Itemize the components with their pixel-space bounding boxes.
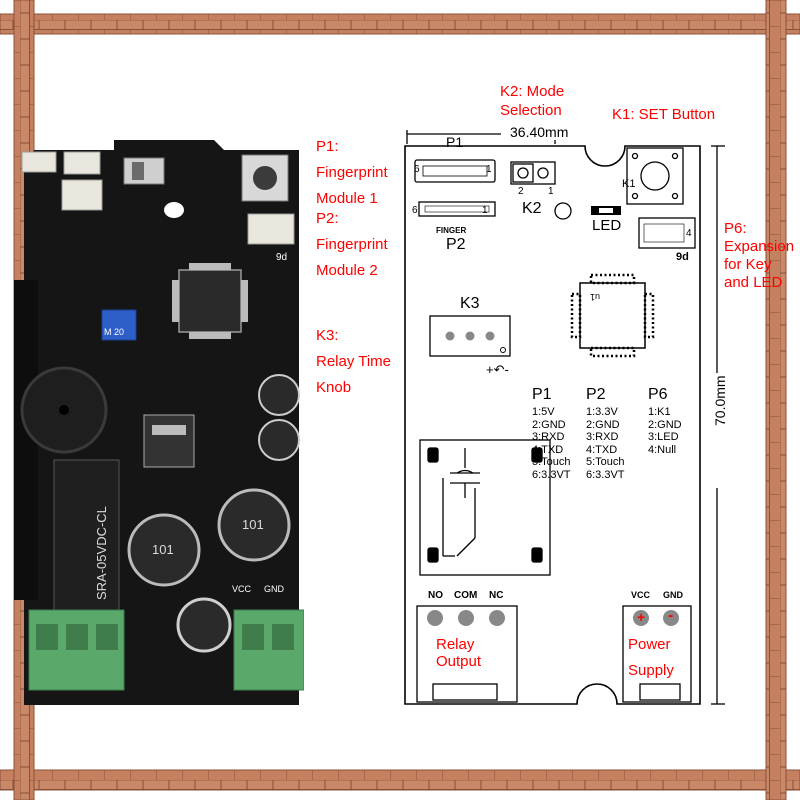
photo-inductor-text-2: 101 bbox=[242, 517, 264, 532]
schem-p2-label: P2 bbox=[446, 236, 466, 253]
relay-time-pot bbox=[101, 309, 137, 341]
pinlist-item: 5:Touch bbox=[532, 456, 571, 468]
pinlist-item: 1:5V bbox=[532, 406, 555, 418]
callout-p2: P2: Fingerprint Module 2 bbox=[316, 210, 388, 279]
p6-connector bbox=[247, 213, 295, 245]
terminal-com: COM bbox=[454, 590, 478, 601]
callout-p6: P6: Expansion for Key and LED bbox=[724, 220, 795, 291]
inductor-2 bbox=[217, 488, 291, 562]
schem-p1-pin-right: 1 bbox=[486, 164, 492, 175]
p2-connector bbox=[61, 179, 103, 211]
schem-k3-label: K3 bbox=[460, 295, 480, 312]
inductor-1 bbox=[127, 513, 201, 587]
pinlist-item: 3:RXD bbox=[532, 431, 565, 443]
callout-k3: K3: Relay Time Knob bbox=[316, 327, 392, 396]
pinlist-item: 5:Touch bbox=[586, 456, 625, 468]
schem-k2-label: K2 bbox=[522, 200, 542, 217]
callout-k2: K2: Mode Selection bbox=[500, 83, 565, 119]
callout-k1: K1: SET Button bbox=[612, 106, 716, 123]
schem-k2-pin-right: 1 bbox=[548, 186, 554, 197]
schem-p6-label: 9d bbox=[676, 251, 689, 263]
board-photo: 9d M 20 SRA-05VDC-CL 101 101 VCC GND bbox=[14, 140, 304, 705]
schem-p2-pin-right: 1 bbox=[482, 205, 488, 216]
pinlist-p6-title: P6 bbox=[648, 386, 668, 403]
relay bbox=[53, 459, 120, 611]
power-supply-caption: Power Supply bbox=[628, 636, 674, 679]
pinlist-item: 2:GND bbox=[648, 418, 682, 431]
pinlist-item: 4:Null bbox=[648, 443, 677, 456]
pinlist-item: 1:3.3V bbox=[586, 406, 618, 418]
photo-vcc: VCC bbox=[232, 584, 252, 594]
pinlist-p1: P1 1:5V 2:GND 3:RXD 4:TXD 5:Touch 6:3.3V… bbox=[532, 386, 571, 481]
mcu-chip bbox=[178, 269, 242, 333]
pinlist-p2-title: P2 bbox=[586, 386, 606, 403]
schem-p1-pin-left: 6 bbox=[414, 164, 420, 175]
width-dimension: 36.40mm bbox=[508, 124, 571, 140]
schem-k3-symbol: +↶- bbox=[486, 362, 509, 377]
p1-connector bbox=[21, 151, 57, 173]
height-dimension: 70.0mm bbox=[712, 373, 728, 428]
board-outline bbox=[404, 145, 701, 705]
pinlist-item: 6:3.3VT bbox=[532, 468, 571, 481]
photo-relay-text: SRA-05VDC-CL bbox=[94, 506, 109, 600]
schem-k1-label: K1 bbox=[622, 178, 636, 190]
board-schematic bbox=[404, 130, 725, 705]
pinlist-p6: P6 1:K1 2:GND 3:LED 4:Null bbox=[648, 386, 682, 456]
terminal-vcc: VCC bbox=[631, 590, 651, 600]
schem-led-label: LED bbox=[592, 217, 622, 234]
pinlist-item: 6:3.3VT bbox=[586, 468, 625, 481]
pinlist-p1-title: P1 bbox=[532, 386, 552, 403]
pinlist-item: 4:TXD bbox=[586, 443, 618, 456]
photo-pot-text: M 20 bbox=[104, 327, 124, 337]
relay-output-caption: Relay Output bbox=[436, 636, 482, 670]
pinlist-item: 3:RXD bbox=[586, 431, 619, 443]
schem-p2-pin-left: 6 bbox=[412, 205, 418, 216]
photo-gnd: GND bbox=[264, 584, 285, 594]
pinlist-item: 3:LED bbox=[648, 431, 679, 443]
photo-conn-label: 9d bbox=[276, 252, 287, 263]
photo-inductor-text-1: 101 bbox=[152, 542, 174, 557]
terminal-nc: NC bbox=[489, 590, 504, 601]
callout-p1: P1: Fingerprint Module 1 bbox=[316, 138, 388, 207]
schem-k2-pin-left: 2 bbox=[518, 186, 524, 197]
terminal-gnd: GND bbox=[663, 590, 683, 600]
schem-finger-label: FINGER bbox=[436, 226, 467, 235]
pinlist-item: 2:GND bbox=[532, 418, 566, 431]
pinlist-item: 2:GND bbox=[586, 418, 620, 431]
pinlist-item: 1:K1 bbox=[648, 406, 671, 418]
schem-chip-label: u1 bbox=[590, 292, 601, 302]
terminal-no: NO bbox=[428, 590, 443, 601]
schem-p6-pin: 4 bbox=[686, 228, 692, 239]
power-plus-sign: + bbox=[637, 609, 646, 625]
schem-p1-label: P1 bbox=[446, 134, 464, 150]
pinlist-p2: P2 1:3.3V 2:GND 3:RXD 4:TXD 5:Touch 6:3.… bbox=[586, 386, 625, 481]
power-minus-sign: - bbox=[668, 607, 674, 624]
pinlist-item: 4:TXD bbox=[532, 443, 564, 456]
